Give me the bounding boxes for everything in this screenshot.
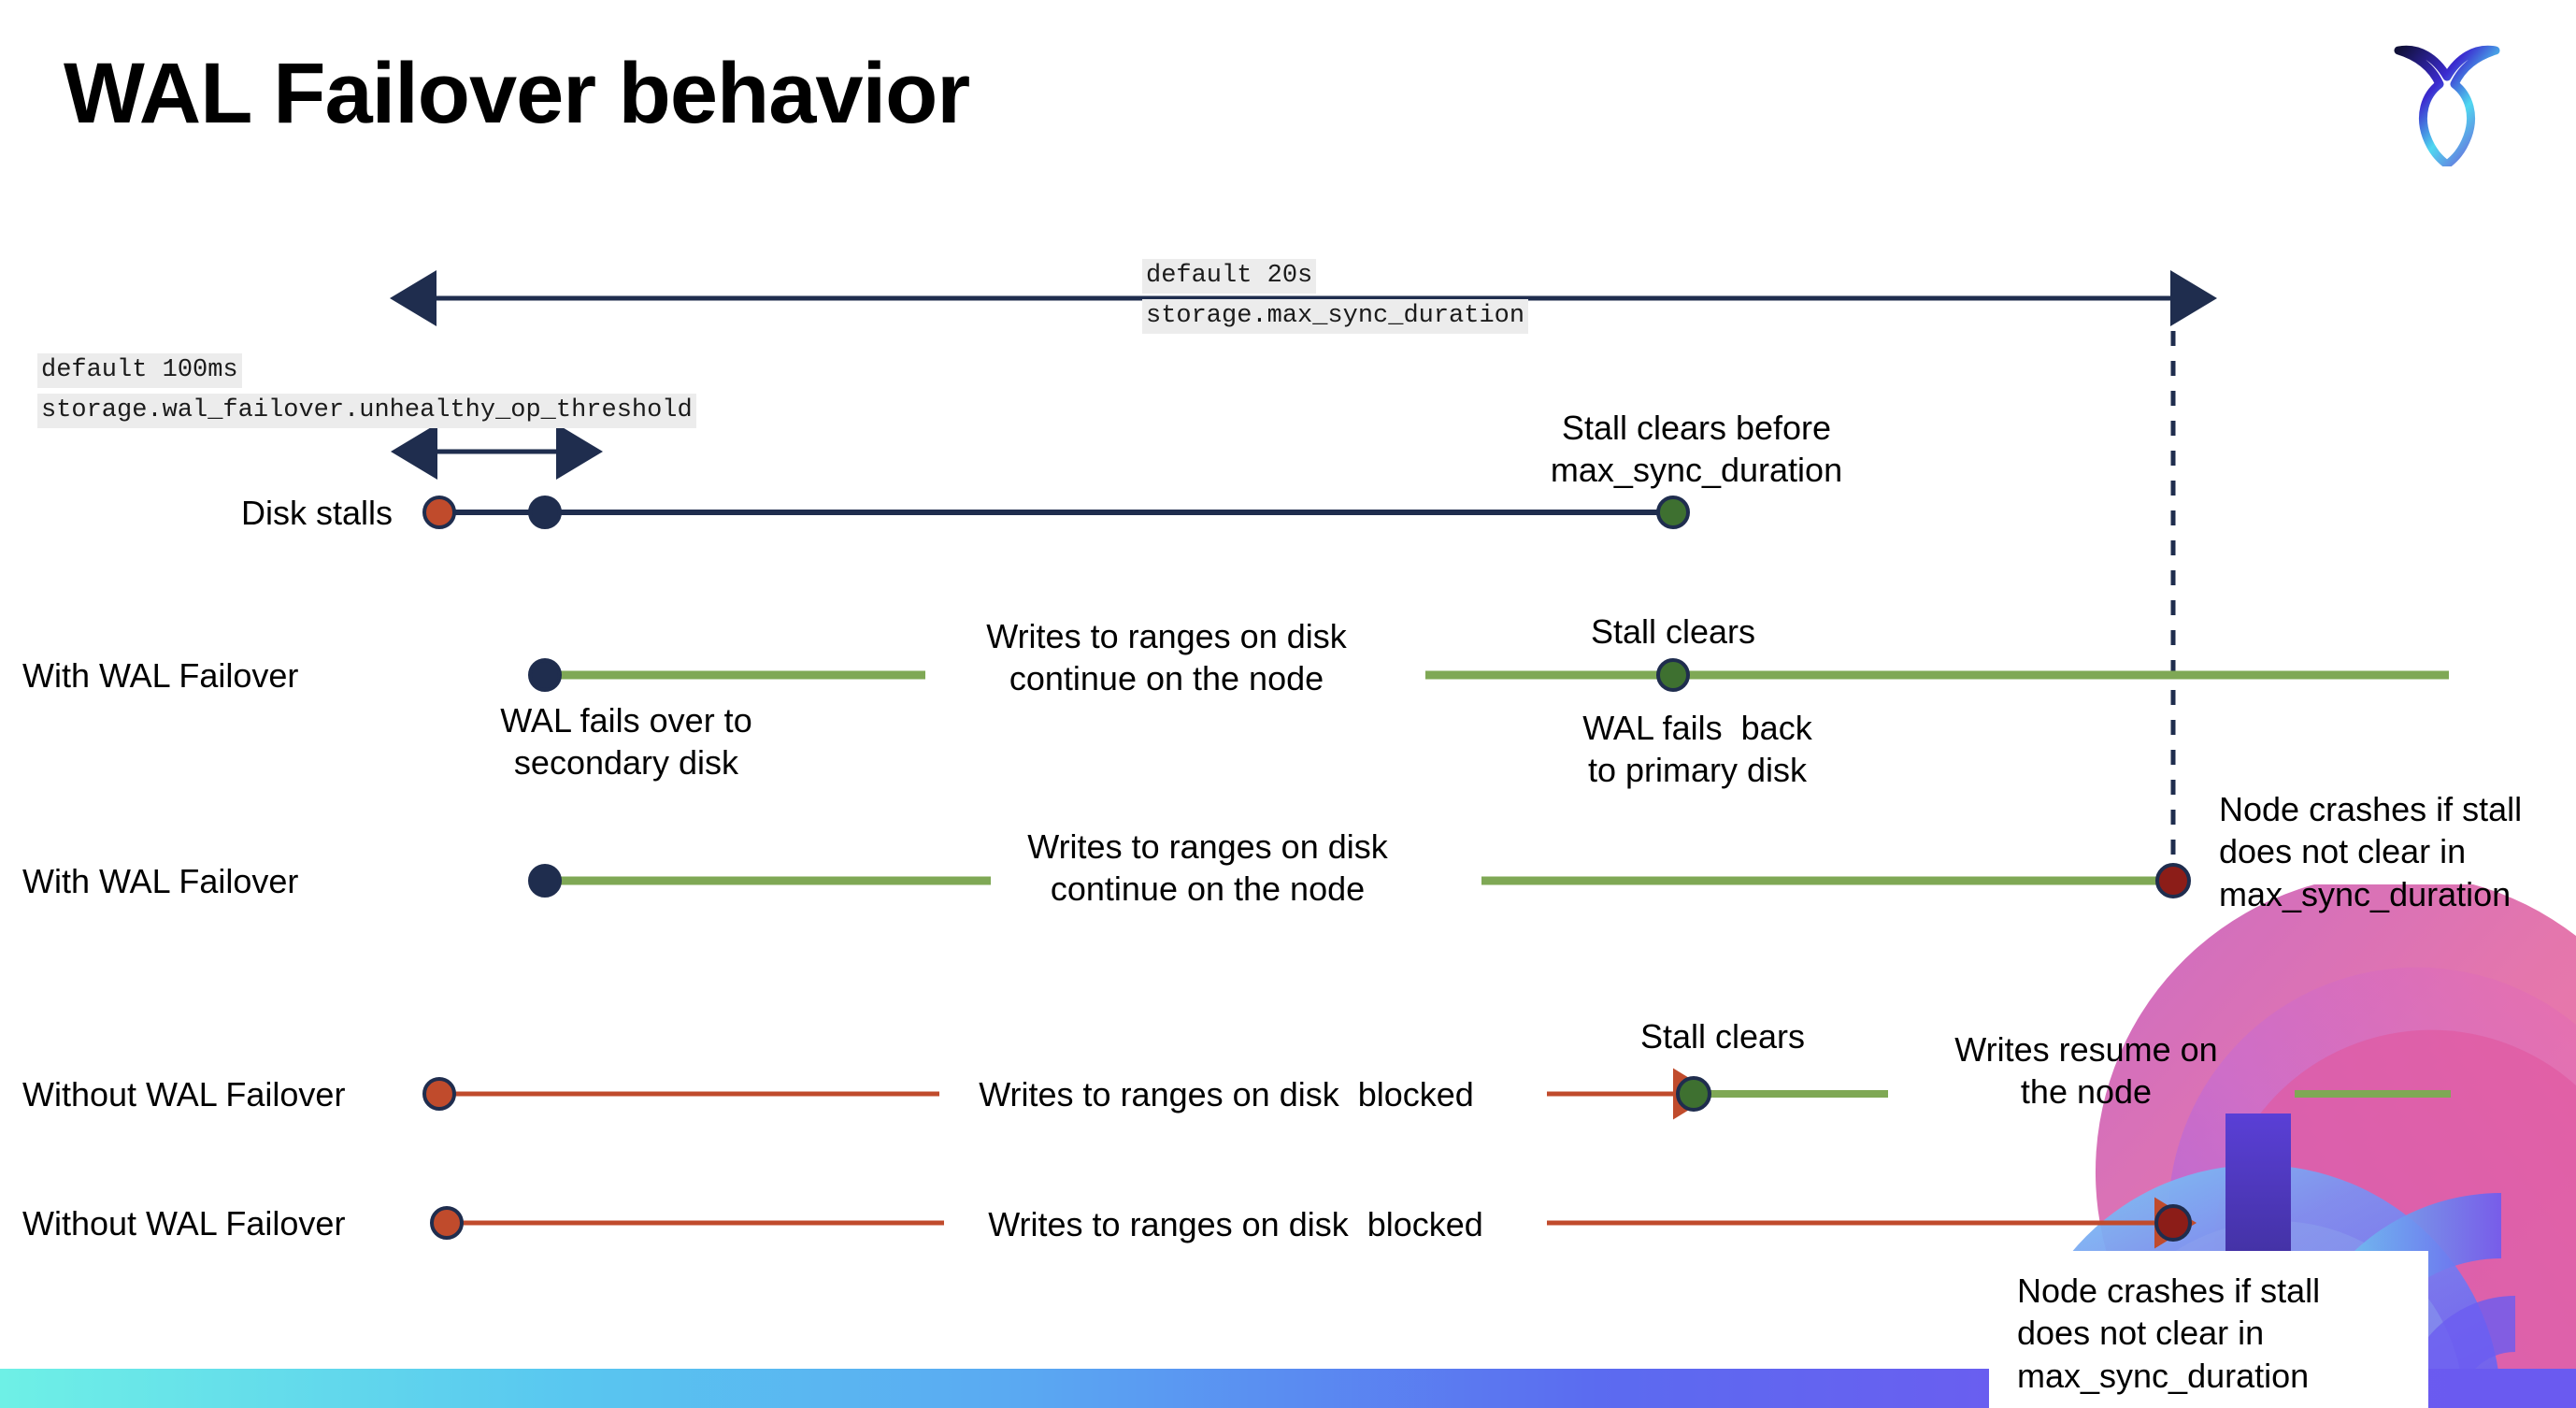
caption-mask-front — [1989, 1251, 2428, 1408]
note-writes-blocked-2: Writes to ranges on disk blocked — [988, 1205, 1483, 1243]
note-writes-continue-2: Writes to ranges on disk continue on the… — [1027, 827, 1388, 909]
note-wal-fails-back: WAL fails back to primary disk — [1582, 709, 1812, 790]
note-writes-blocked-1: Writes to ranges on disk blocked — [979, 1075, 1474, 1113]
note-wal-fails-over: WAL fails over to secondary disk — [500, 701, 752, 783]
note-writes-resume: Writes resume on the node — [1954, 1030, 2218, 1112]
row-label-disk-stalls: Disk stalls — [240, 494, 393, 532]
max-sync-duration-setting-chip: storage.max_sync_duration — [1142, 299, 1529, 334]
row-disk-stalls-track — [422, 496, 1690, 529]
max-sync-duration-default-chip: default 20s — [1142, 259, 1317, 294]
note-stall-clears-before: Stall clears before max_sync_duration — [1550, 409, 1843, 490]
note-writes-continue-1: Writes to ranges on disk continue on the… — [986, 617, 1347, 698]
row-label-with-wal-failover-1: With WAL Failover — [22, 656, 299, 695]
note-node-crashes-2: Node crashes if stall does not clear in … — [2017, 1272, 2321, 1395]
row-without-wal-failover-1-track — [422, 1068, 2451, 1120]
row-with-wal-failover-1-track — [528, 658, 2449, 692]
row-label-without-wal-failover-1: Without WAL Failover — [22, 1075, 346, 1113]
row-with-wal-failover-2-track — [528, 863, 2191, 898]
row-without-wal-failover-2-track — [430, 1197, 2197, 1249]
page-title: WAL Failover behavior — [64, 46, 970, 141]
row-label-with-wal-failover-2: With WAL Failover — [22, 862, 299, 900]
row-label-without-wal-failover-2: Without WAL Failover — [22, 1204, 346, 1243]
note-stall-clears-1: Stall clears — [1590, 612, 1756, 651]
unhealthy-op-threshold-default-chip: default 100ms — [37, 353, 242, 388]
unhealthy-op-threshold-setting-chip: storage.wal_failover.unhealthy_op_thresh… — [37, 394, 696, 428]
cockroachdb-logo-icon — [2394, 45, 2500, 166]
note-node-crashes-1: Node crashes if stall does not clear in … — [2219, 790, 2523, 913]
note-stall-clears-2: Stall clears — [1639, 1017, 1806, 1056]
